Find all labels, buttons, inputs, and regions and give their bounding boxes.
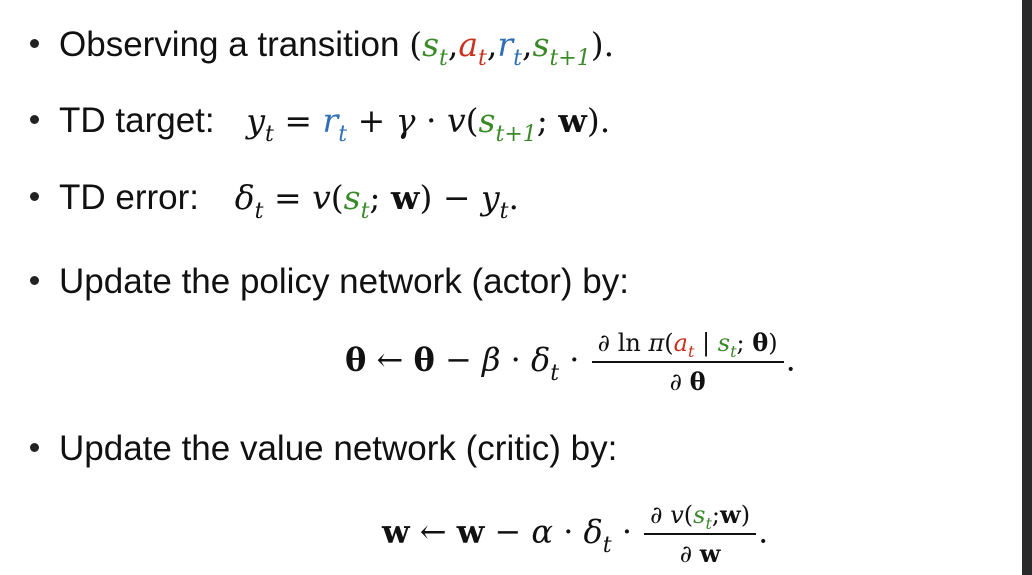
transition-tuple: (st,at,rt,st+1).: [409, 25, 615, 71]
critic-update-equation: w ← w − α · δt · ∂ v(st;w) ∂ w .: [382, 500, 769, 568]
bullet-text: TD target:: [59, 101, 215, 140]
actor-update-equation: θ ← θ − β · δt · ∂ ln π(at | st; θ) ∂ θ …: [345, 328, 796, 396]
bullet-transition: Observing a transition (st,at,rt,st+1).: [30, 23, 614, 72]
bullet-dot: [30, 192, 39, 202]
bullet-policy-update: Update the policy network (actor) by:: [30, 260, 629, 304]
bullet-dot: [30, 276, 39, 286]
bullet-value-update: Update the value network (critic) by:: [30, 427, 617, 471]
bullet-dot: [30, 115, 39, 125]
td-target-formula: yt = rt + γ · v(st+1; w).: [246, 101, 611, 147]
bullet-text: Update the value network (critic) by:: [59, 429, 618, 468]
bullet-text: TD error:: [59, 178, 199, 217]
bullet-td-error: TD error: δt = v(st; w) − yt.: [30, 176, 519, 225]
window-edge: [1022, 0, 1032, 575]
bullet-td-target: TD target: yt = rt + γ · v(st+1; w).: [30, 99, 610, 148]
policy-gradient-fraction: ∂ ln π(at | st; θ) ∂ θ: [591, 328, 784, 396]
bullet-dot: [30, 39, 39, 49]
value-gradient-fraction: ∂ v(st;w) ∂ w: [644, 500, 757, 568]
bullet-dot: [30, 443, 39, 453]
bullet-text: Observing a transition: [59, 25, 400, 64]
bullet-text: Update the policy network (actor) by:: [59, 262, 629, 301]
td-error-formula: δt = v(st; w) − yt.: [234, 178, 519, 224]
